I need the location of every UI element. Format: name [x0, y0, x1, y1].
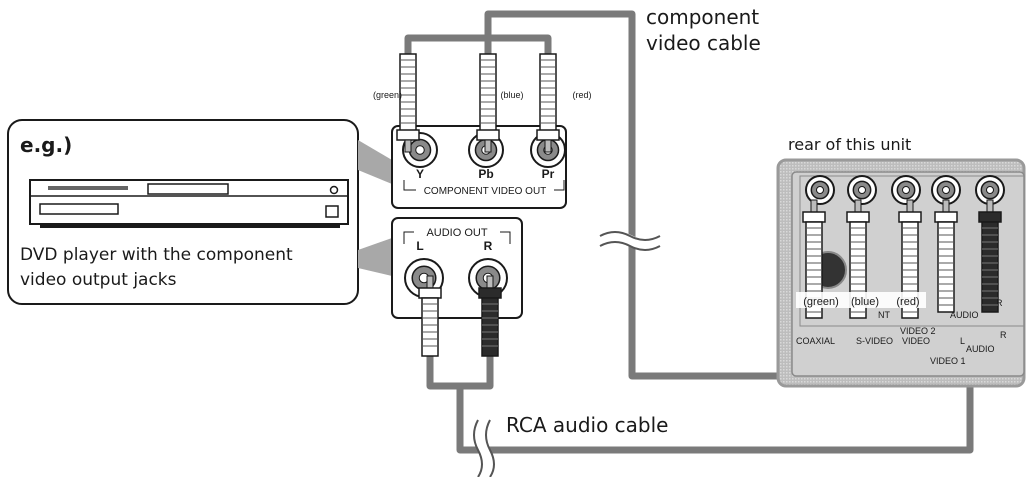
panel-label-video1: VIDEO 1	[930, 356, 966, 366]
tv-rear-title: rear of this unit	[788, 135, 911, 154]
tv-label-green: (green)	[803, 296, 838, 308]
example-label: e.g.)	[20, 133, 72, 157]
dvd-player-icon	[29, 179, 349, 228]
tv-plug-audio-r	[978, 199, 1002, 313]
component-cable-label-line1: component	[646, 5, 759, 29]
tv-label-red: (red)	[896, 296, 919, 308]
device-caption-line1: DVD player with the component	[20, 245, 293, 265]
panel-label-svideo: S-VIDEO	[856, 336, 893, 346]
panel-label-r-b: R	[1000, 330, 1007, 340]
component-labels: (green) (blue) (red) Y Pb Pr COMPONENT V…	[373, 90, 592, 197]
audio-cable-label: RCA audio cable	[506, 413, 669, 437]
jack-label-pr: Pr	[542, 167, 555, 181]
tv-plug-audio-l	[934, 199, 958, 313]
audio-cable-break-mark	[473, 417, 495, 477]
audio-plugs	[418, 275, 502, 357]
cable-break-mark	[597, 231, 663, 251]
jack-label-y: Y	[416, 167, 424, 181]
audio-plug-l	[418, 275, 442, 357]
label-blue: (blue)	[500, 90, 523, 100]
plug-y	[396, 53, 420, 153]
component-cable-label-line2: video cable	[646, 31, 761, 55]
audio-group-label: AUDIO OUT	[426, 227, 487, 239]
panel-label-l-b: L	[960, 336, 965, 346]
tv-jack-2	[847, 175, 877, 205]
component-group-label: COMPONENT VIDEO OUT	[424, 186, 547, 197]
panel-label-r: R	[996, 298, 1003, 308]
plug-pb	[476, 53, 500, 153]
callout-arrow-top	[358, 140, 392, 184]
component-plugs	[396, 53, 560, 153]
tv-color-labels: (green) (blue) (red)	[796, 292, 926, 308]
tv-jacks	[805, 175, 1005, 205]
device-caption-line2: video output jacks	[20, 270, 177, 290]
tv-label-blue: (blue)	[851, 296, 879, 308]
label-red: (red)	[572, 90, 591, 100]
tv-jack-1	[805, 175, 835, 205]
label-green: (green)	[373, 90, 402, 100]
callout-arrow-bottom	[358, 238, 392, 276]
plug-pr	[536, 53, 560, 153]
audio-jack-label-r: R	[484, 239, 493, 253]
audio-jack-label-l: L	[416, 239, 423, 253]
panel-label-video: VIDEO	[902, 336, 930, 346]
panel-label-audio: AUDIO	[950, 310, 979, 320]
panel-label-coaxial: COAXIAL	[796, 336, 835, 346]
panel-label-nt: NT	[878, 310, 890, 320]
tv-jack-3	[891, 175, 921, 205]
jack-label-pb: Pb	[478, 167, 493, 181]
tv-jack-5	[975, 175, 1005, 205]
panel-label-audio-b: AUDIO	[966, 344, 995, 354]
panel-label-video2: VIDEO 2	[900, 326, 936, 336]
device-callout: e.g.) DVD player with the component vide…	[7, 119, 392, 305]
audio-plug-r	[478, 275, 502, 357]
